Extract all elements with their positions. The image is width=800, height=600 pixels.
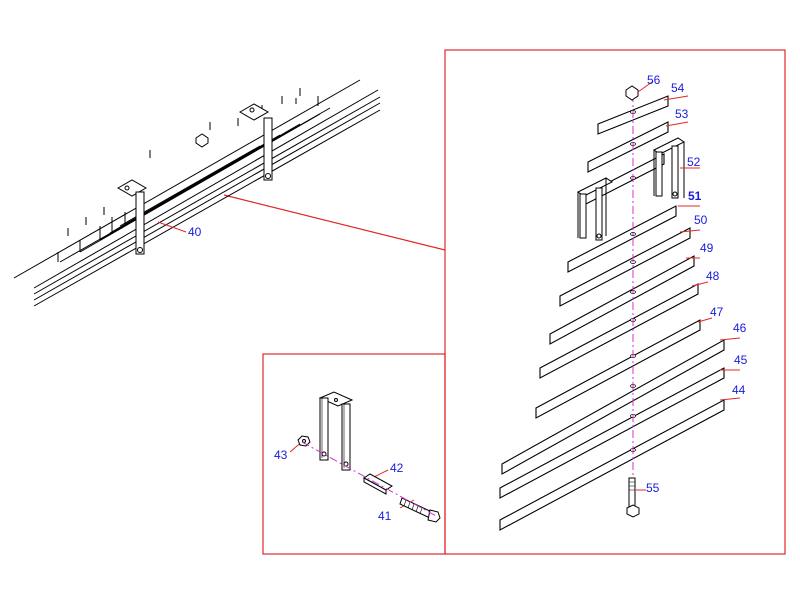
part-labels: 56 54 53 52 51 50 49 48 47 46 45 44 55: [646, 73, 748, 495]
label-41: 41: [378, 509, 392, 523]
clip-51: [577, 177, 613, 241]
label-53: 53: [675, 107, 689, 121]
label-47: 47: [710, 305, 724, 319]
clip-52: [653, 137, 685, 199]
leaf-47: [535, 319, 701, 419]
clip-detail: [297, 391, 441, 523]
leaf-49: [549, 255, 695, 345]
assembly-label: 40: [188, 225, 202, 239]
label-52: 52: [687, 155, 701, 169]
assembled-center-nut: [195, 133, 209, 148]
assembled-leaf-spring: [13, 79, 381, 307]
label-48: 48: [706, 269, 720, 283]
main-detail-frame: [444, 49, 786, 555]
label-51: 51: [688, 189, 702, 203]
leaf-45: [499, 367, 725, 499]
clip-detail-frame: [262, 353, 446, 555]
leaf-46: [501, 339, 725, 475]
label-42: 42: [390, 461, 404, 475]
label-50: 50: [694, 213, 708, 227]
leaf-50b: [567, 205, 677, 273]
label-43: 43: [274, 448, 288, 462]
label-46: 46: [733, 321, 747, 335]
leaf-44: [499, 399, 725, 531]
detail-axis: [301, 441, 437, 517]
assembled-clip-left: [116, 179, 148, 255]
label-54: 54: [671, 81, 685, 95]
leaf-53: [587, 121, 669, 173]
detail-frames: [223, 49, 786, 555]
label-44: 44: [732, 383, 746, 397]
center-nut-56: [625, 85, 639, 101]
exploded-leaf-stack: [499, 85, 725, 531]
detail-clip-bracket: [318, 391, 354, 471]
label-45: 45: [734, 353, 748, 367]
detail-labels: 43 42 41: [274, 448, 404, 523]
detail-bolt-41: [399, 497, 441, 523]
detail-spacer-42: [363, 473, 393, 495]
label-49: 49: [700, 241, 714, 255]
assembled-clip-right: [238, 103, 273, 181]
leaf-48: [539, 283, 699, 379]
callout-line: [223, 194, 446, 251]
label-55: 55: [646, 481, 660, 495]
center-bolt-55: [626, 477, 640, 518]
leaf-50: [559, 227, 691, 307]
detail-nut-43: [297, 435, 311, 447]
label-56: 56: [647, 73, 661, 87]
